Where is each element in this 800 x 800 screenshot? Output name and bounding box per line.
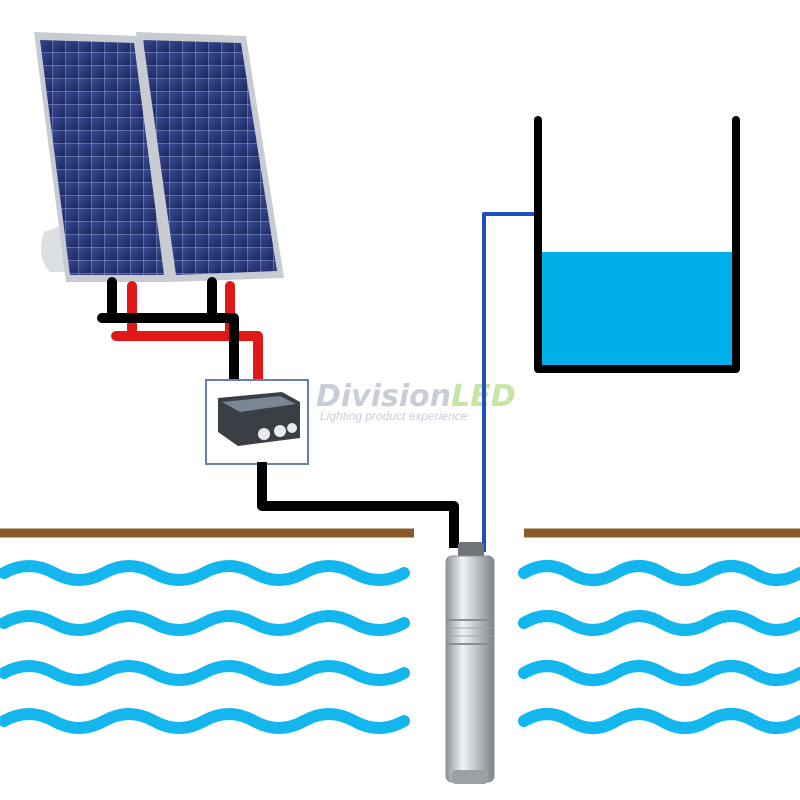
water-wave-right-3 — [518, 660, 800, 686]
tank-walls — [534, 116, 740, 373]
watermark: DivisionLED Lighting product experience — [274, 379, 516, 423]
solar-panel-array — [34, 32, 284, 282]
controller-box-icon — [205, 379, 309, 465]
tank-water — [542, 252, 732, 366]
watermark-brand-prefix: Division — [316, 379, 451, 414]
positive-bus-wire — [111, 331, 263, 389]
solar-panel-right — [136, 32, 284, 282]
delivery-pipe — [482, 212, 540, 552]
watermark-tagline: Lighting product experience — [320, 409, 468, 423]
negative-bus-wire — [97, 313, 239, 389]
water-wave-right-4 — [518, 708, 800, 734]
water-wave-right-1 — [518, 560, 800, 586]
water-tank-icon — [534, 116, 740, 373]
submersible-pump-icon — [445, 542, 495, 784]
solar-panel-left — [34, 32, 170, 282]
water-wave-left-1 — [0, 560, 410, 586]
water-wave-left-2 — [0, 610, 410, 636]
panel-wiring — [97, 277, 263, 389]
pump-power-cable — [257, 462, 459, 548]
underground-water — [0, 560, 800, 734]
water-wave-left-4 — [0, 708, 410, 734]
water-wave-left-3 — [0, 660, 410, 686]
water-wave-right-2 — [518, 610, 800, 636]
